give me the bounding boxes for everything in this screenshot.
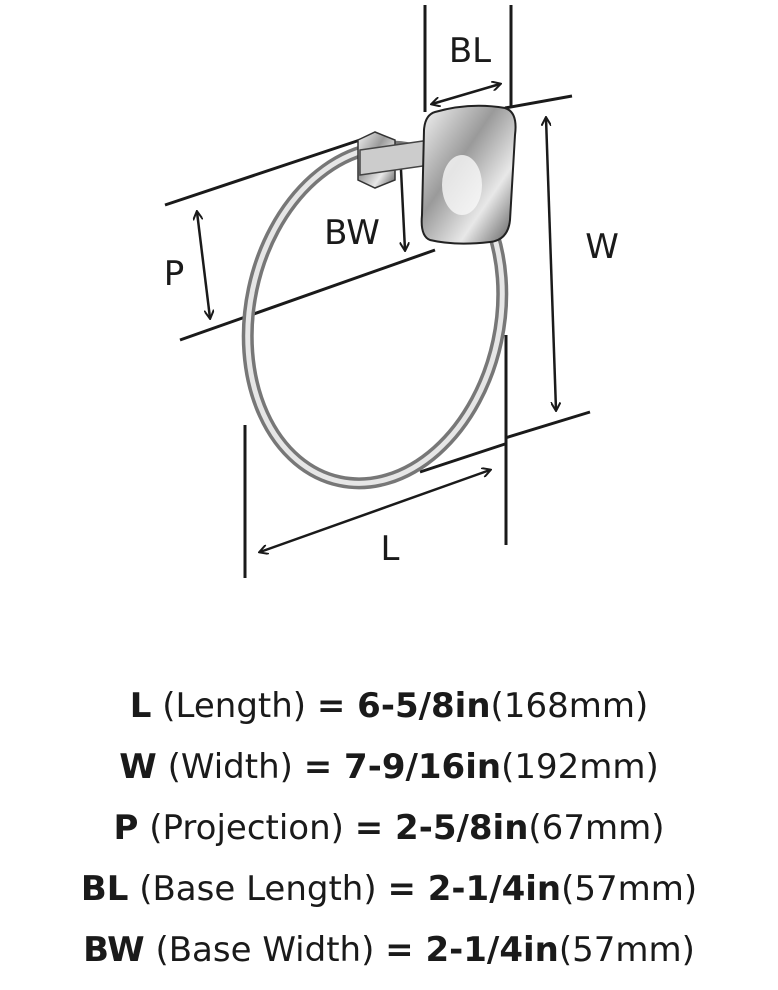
dimension-lines — [164, 5, 591, 578]
spec-metric: (57mm) — [558, 930, 695, 970]
spec-imperial: = 2-1/4in — [385, 930, 559, 970]
spec-key: W — [119, 747, 157, 787]
spec-imperial: = 2-1/4in — [387, 869, 562, 909]
label-p: P — [164, 254, 185, 294]
label-w: W — [585, 227, 619, 267]
spec-imperial: = 2-5/8in — [354, 808, 529, 848]
spec-name: (Base Width) — [144, 930, 386, 970]
towel-ring — [241, 104, 517, 490]
spec-width: W (Width) = 7-9/16in(192mm) — [0, 737, 778, 798]
spec-key: L — [129, 686, 152, 726]
label-bw: BW — [324, 213, 380, 253]
spec-metric: (168mm) — [490, 686, 649, 726]
towel-ring-dimension-diagram: BL BW W P L — [164, 5, 619, 578]
spec-base-width: BW (Base Width) = 2-1/4in(57mm) — [0, 920, 778, 981]
spec-key: BW — [83, 930, 145, 970]
spec-metric: (57mm) — [561, 869, 698, 909]
spec-name: (Width) — [156, 747, 304, 787]
spec-imperial: = 6-5/8in — [316, 686, 491, 726]
spec-name: (Length) — [151, 686, 317, 726]
spec-metric: (67mm) — [528, 808, 665, 848]
label-l: L — [381, 529, 400, 569]
spec-base-length: BL (Base Length) = 2-1/4in(57mm) — [0, 859, 778, 920]
spec-length: L (Length) = 6-5/8in(168mm) — [0, 676, 778, 737]
spec-key: BL — [80, 869, 129, 909]
label-bl: BL — [449, 31, 491, 71]
spec-projection: P (Projection) = 2-5/8in(67mm) — [0, 798, 778, 859]
spec-metric: (192mm) — [501, 747, 659, 787]
spec-key: P — [113, 808, 139, 848]
spec-name: (Base Length) — [128, 869, 388, 909]
dimension-specs: L (Length) = 6-5/8in(168mm) W (Width) = … — [0, 676, 778, 981]
spec-imperial: = 7-9/16in — [303, 747, 502, 787]
spec-name: (Projection) — [138, 808, 355, 848]
